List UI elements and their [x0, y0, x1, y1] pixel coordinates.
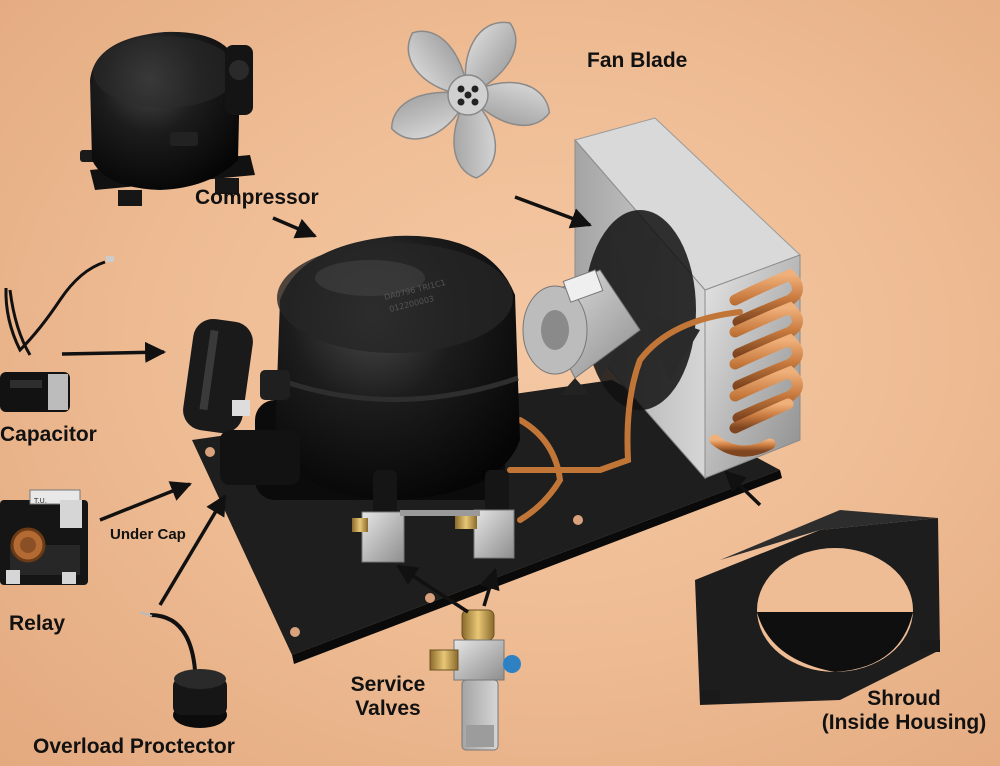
- label-capacitor: Capacitor: [0, 423, 97, 446]
- fan-motor: [522, 269, 641, 395]
- shroud-arrow: [724, 470, 762, 507]
- fan-blade-arrow: [514, 195, 592, 229]
- label-relay: Relay: [9, 612, 66, 635]
- pointer-arrows: [61, 195, 762, 614]
- loose-capacitor: [0, 256, 114, 412]
- overload-protector: [139, 611, 227, 728]
- label-shroud-line1: Shroud: [867, 687, 941, 710]
- copper-coils: [709, 268, 803, 457]
- label-service-valves: Service Valves: [340, 673, 436, 721]
- compressor-arrow: [272, 216, 317, 239]
- label-under-cap: Under Cap: [110, 526, 186, 543]
- main-compressor: DA0796 TRI1C1 012200003: [255, 235, 520, 500]
- capacitor-arrow: [61, 341, 167, 363]
- relay-stamp: T.U.: [33, 497, 47, 505]
- label-fan-blade: Fan Blade: [587, 49, 688, 72]
- copper-tubing: [507, 309, 743, 523]
- unit-service-valves: [352, 470, 515, 563]
- shroud: [695, 510, 940, 705]
- service-valve-arrow-left: [396, 564, 469, 614]
- small-compressor: [80, 31, 255, 206]
- label-shroud-line2: (Inside Housing): [821, 711, 987, 735]
- label-shroud: Shroud (Inside Housing): [815, 687, 993, 735]
- fan-blade: [390, 21, 551, 179]
- label-overload-protector: Overload Proctector: [33, 735, 235, 758]
- service-valve-arrow-right: [479, 567, 500, 607]
- overload-arrow: [158, 494, 227, 606]
- label-service-line2: Valves: [355, 697, 421, 721]
- loose-relay: T.U.: [0, 489, 88, 585]
- loose-service-valve: [429, 609, 521, 751]
- label-compressor: Compressor: [195, 186, 319, 209]
- unit-capacitor: [183, 318, 300, 485]
- under-cap-arrow: [99, 481, 192, 522]
- label-service-line1: Service: [350, 673, 426, 696]
